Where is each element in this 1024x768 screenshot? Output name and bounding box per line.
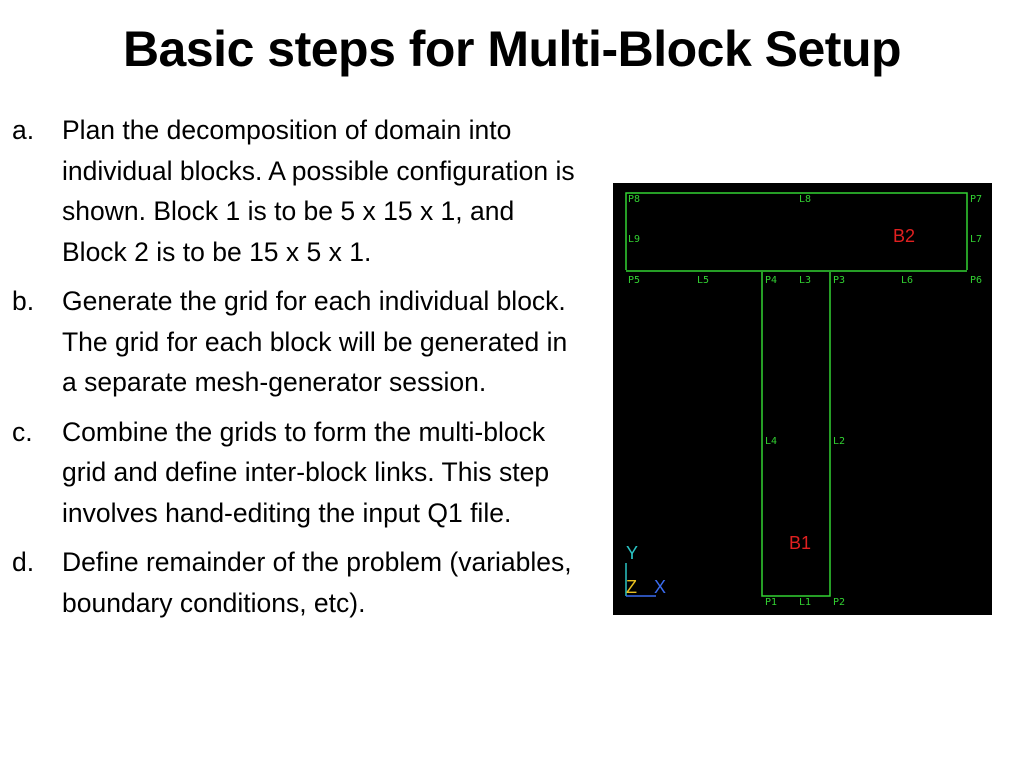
step-text: Define remainder of the problem (variabl… (62, 547, 572, 618)
block1-outline (761, 272, 831, 597)
step-item-d: d. Define remainder of the problem (vari… (12, 542, 582, 623)
label-l6: L6 (901, 275, 913, 286)
block-diagram: P8 P7 P5 P6 P4 P3 P1 P2 L8 L9 L7 L5 L3 L… (613, 183, 992, 615)
label-p1: P1 (765, 597, 777, 608)
label-p6: P6 (970, 275, 982, 286)
block2-outline (625, 192, 968, 270)
step-marker: c. (12, 416, 33, 447)
label-l2: L2 (833, 436, 845, 447)
step-item-a: a. Plan the decomposition of domain into… (12, 110, 582, 272)
step-marker: a. (12, 115, 35, 145)
axis-z-label: Z (626, 577, 637, 597)
step-item-b: b. Generate the grid for each individual… (12, 281, 582, 403)
label-p3: P3 (833, 275, 845, 286)
label-l1: L1 (799, 597, 811, 608)
step-text: Generate the grid for each individual bl… (62, 286, 568, 397)
axis-y-label: Y (626, 543, 638, 563)
label-p4: P4 (765, 275, 777, 286)
block-diagram-svg: P8 P7 P5 P6 P4 P3 P1 P2 L8 L9 L7 L5 L3 L… (625, 192, 982, 608)
step-text: Combine the grids to form the multi-bloc… (62, 416, 550, 528)
label-p7: P7 (970, 194, 982, 205)
axis-x-label: X (654, 577, 666, 597)
label-l7: L7 (970, 234, 982, 245)
label-p8: P8 (628, 194, 640, 205)
slide-title: Basic steps for Multi-Block Setup (122, 21, 902, 77)
label-l5: L5 (697, 275, 709, 286)
label-l9: L9 (628, 234, 640, 245)
step-marker: d. (12, 547, 35, 577)
label-p5: P5 (628, 275, 640, 286)
label-l8: L8 (799, 194, 811, 205)
step-marker: b. (12, 286, 35, 316)
label-b1: B1 (789, 533, 811, 553)
label-p2: P2 (833, 597, 845, 608)
label-b2: B2 (893, 226, 915, 246)
steps-list: a. Plan the decomposition of domain into… (12, 110, 582, 632)
label-l4: L4 (765, 436, 777, 447)
step-text: Plan the decomposition of domain into in… (62, 115, 575, 267)
label-l3: L3 (799, 275, 811, 286)
step-item-c: c. Combine the grids to form the multi-b… (12, 412, 582, 534)
